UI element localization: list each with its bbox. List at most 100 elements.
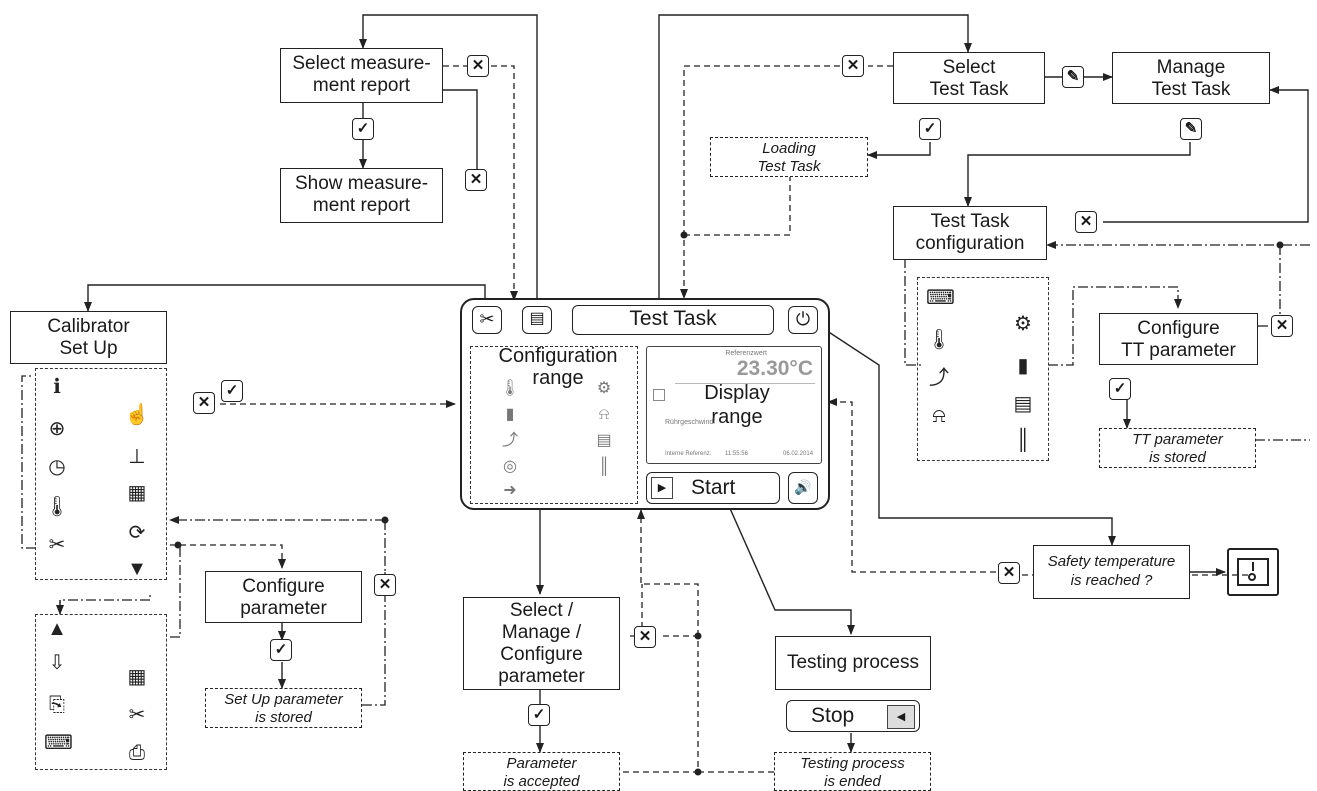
calculator-icon[interactable]: ▦ (127, 666, 147, 688)
cancel-icon[interactable]: ✕ (374, 574, 396, 596)
keyboard-icon[interactable]: ⌨ (926, 287, 955, 309)
connector-config-back (1103, 86, 1309, 223)
document-icon[interactable]: ▤ (1013, 393, 1033, 415)
reference-label: Referenzwert (725, 350, 767, 357)
confirm-icon[interactable]: ✓ (221, 380, 243, 402)
connector-safety-no (827, 398, 996, 573)
cancel-icon[interactable]: ✕ (1075, 211, 1097, 233)
refresh-icon[interactable]: ⟳ (128, 522, 146, 544)
colors-icon[interactable]: ▦ (127, 482, 147, 504)
connector-task-to-select (658, 14, 972, 304)
connector-report-to-select (359, 14, 538, 304)
thermometer-icon[interactable]: 🌡 (926, 329, 952, 351)
stir-off-icon[interactable]: ⤴ (929, 367, 949, 389)
date-label: 06.02.2014 (783, 451, 814, 457)
back-icon: ◀ (887, 705, 915, 729)
gears-icon[interactable]: ⚙ (596, 380, 612, 397)
sensor-icon[interactable]: ▮ (505, 406, 515, 423)
alarm-icon[interactable]: ⍾ (598, 406, 610, 423)
cancel-icon[interactable]: ✕ (998, 562, 1020, 584)
connector-panel2-link (170, 545, 181, 638)
confirm-icon[interactable]: ✓ (1109, 378, 1131, 400)
stop-label: Stop (811, 704, 855, 727)
globe-icon[interactable]: ⊕ (48, 418, 66, 440)
confirm-icon[interactable]: ✓ (270, 639, 292, 661)
connector-setup-stored-loop (362, 520, 386, 706)
stir-off-icon[interactable]: ⤴ (501, 432, 518, 449)
up-arrow-icon[interactable]: ▲ (47, 618, 67, 640)
barcode-icon[interactable]: ║ (1015, 429, 1031, 451)
cancel-icon[interactable]: ✕ (465, 169, 487, 191)
param-accepted-box: Parameter is accepted (463, 752, 620, 791)
sound-button[interactable]: 🔊 (788, 472, 818, 504)
manage-task-box: Manage Test Task (1112, 52, 1270, 104)
thermometer-icon[interactable]: 🌡 (499, 380, 521, 397)
start-label: Start (691, 476, 736, 499)
edit-icon[interactable]: ✎ (1062, 66, 1084, 88)
chart-icon (653, 389, 665, 401)
power-switch-icon[interactable] (1227, 548, 1279, 596)
confirm-icon[interactable]: ✓ (352, 118, 374, 140)
cancel-icon[interactable]: ✕ (193, 392, 215, 414)
download-icon[interactable]: ⇩ (48, 652, 66, 674)
down-arrow-icon[interactable]: ▼ (127, 558, 147, 580)
alarm-icon[interactable]: ⍾ (932, 405, 946, 427)
stop-button[interactable]: Stop ◀ (786, 700, 920, 732)
cancel-icon[interactable]: ✕ (467, 55, 489, 77)
tools-icon[interactable]: ✂ (128, 704, 146, 726)
connector-calibrator-icons (21, 375, 36, 549)
cancel-icon[interactable]: ✕ (842, 55, 864, 77)
info-icon[interactable]: ℹ (53, 376, 61, 398)
select-task-box: Select Test Task (893, 52, 1045, 104)
temperature-value: 23.30°C (736, 357, 813, 380)
calibrator-box: Calibrator Set Up (10, 311, 167, 364)
time-label: 11:55:56 (725, 451, 748, 457)
display-divider (675, 383, 815, 384)
safety-box: Safety temperature is reached ? (1033, 545, 1190, 599)
document-icon[interactable]: ▤ (596, 432, 612, 449)
calibrator-icon-panel-2: ▲ ⇩ ▦ ⎘ ✂ ⌨ ⎙ (35, 614, 167, 770)
tt-stored-box: TT parameter is stored (1099, 428, 1256, 468)
connector-panel-link (59, 592, 151, 610)
gears-icon[interactable]: ⚙ (1014, 313, 1032, 335)
clock-icon[interactable]: ◷ (48, 456, 66, 478)
import-icon[interactable]: ⎘ (49, 694, 65, 716)
connector-back-to-device (637, 509, 699, 636)
tools-button[interactable]: ✂ (472, 306, 502, 334)
sensor-icon[interactable]: ▮ (1017, 355, 1029, 377)
edit-icon[interactable]: ✎ (1180, 118, 1202, 140)
cancel-icon[interactable]: ✕ (634, 626, 656, 648)
report-button[interactable]: ▤ (522, 306, 552, 334)
task-title: Test Task (572, 305, 774, 335)
switch-rocker (1237, 558, 1269, 586)
export-icon[interactable]: ⎙ (129, 742, 145, 764)
tt-config-box: Test Task configuration (893, 206, 1047, 260)
barcode-icon[interactable]: ║ (598, 458, 610, 475)
connector-accepted-loop (543, 635, 699, 773)
tt-icon-panel: ⌨ ⚙ 🌡 ▮ ⤴ ▤ ⍾ ║ (917, 277, 1049, 461)
play-icon: ▶ (651, 477, 673, 499)
arrow-right-icon[interactable]: ➜ (503, 482, 517, 499)
connector-loading-down (684, 175, 791, 236)
connector-tools-to-calibrator (84, 284, 486, 312)
tools-icon[interactable]: ✂ (48, 534, 66, 556)
speed-icon[interactable]: ◎ (503, 458, 517, 475)
config-panel: Configuration range 🌡 ⚙ ▮ ⍾ ⤴ ▤ ◎ ║ ➜ (470, 345, 638, 504)
setup-stored-box: Set Up parameter is stored (205, 688, 362, 728)
device-frame: ✂ ▤ Test Task ⏻ Configuration range 🌡 ⚙ … (460, 298, 830, 510)
configure-param-box: Configure parameter (205, 571, 362, 623)
connector-power-to-safety (817, 324, 1116, 546)
select-report-box: Select measure- ment report (280, 48, 443, 103)
network-icon[interactable]: ⊥ (128, 446, 146, 468)
touch-icon[interactable]: ☝ (124, 404, 150, 426)
thermometer-icon[interactable]: 🌡 (44, 496, 70, 518)
confirm-icon[interactable]: ✓ (919, 118, 941, 140)
start-button[interactable]: ▶ Start (646, 472, 780, 504)
power-button[interactable]: ⏻ (788, 306, 818, 334)
keyboard-icon[interactable]: ⌨ (44, 732, 73, 754)
cancel-icon[interactable]: ✕ (1271, 315, 1293, 337)
calibrator-icon-panel: ℹ ☝ ⊕ ⊥ ◷ ▦ 🌡 ⟳ ✂ ▼ (35, 368, 167, 580)
confirm-icon[interactable]: ✓ (528, 704, 550, 726)
configure-tt-box: Configure TT parameter (1099, 313, 1258, 365)
config-range-label: Configuration range (498, 345, 618, 389)
